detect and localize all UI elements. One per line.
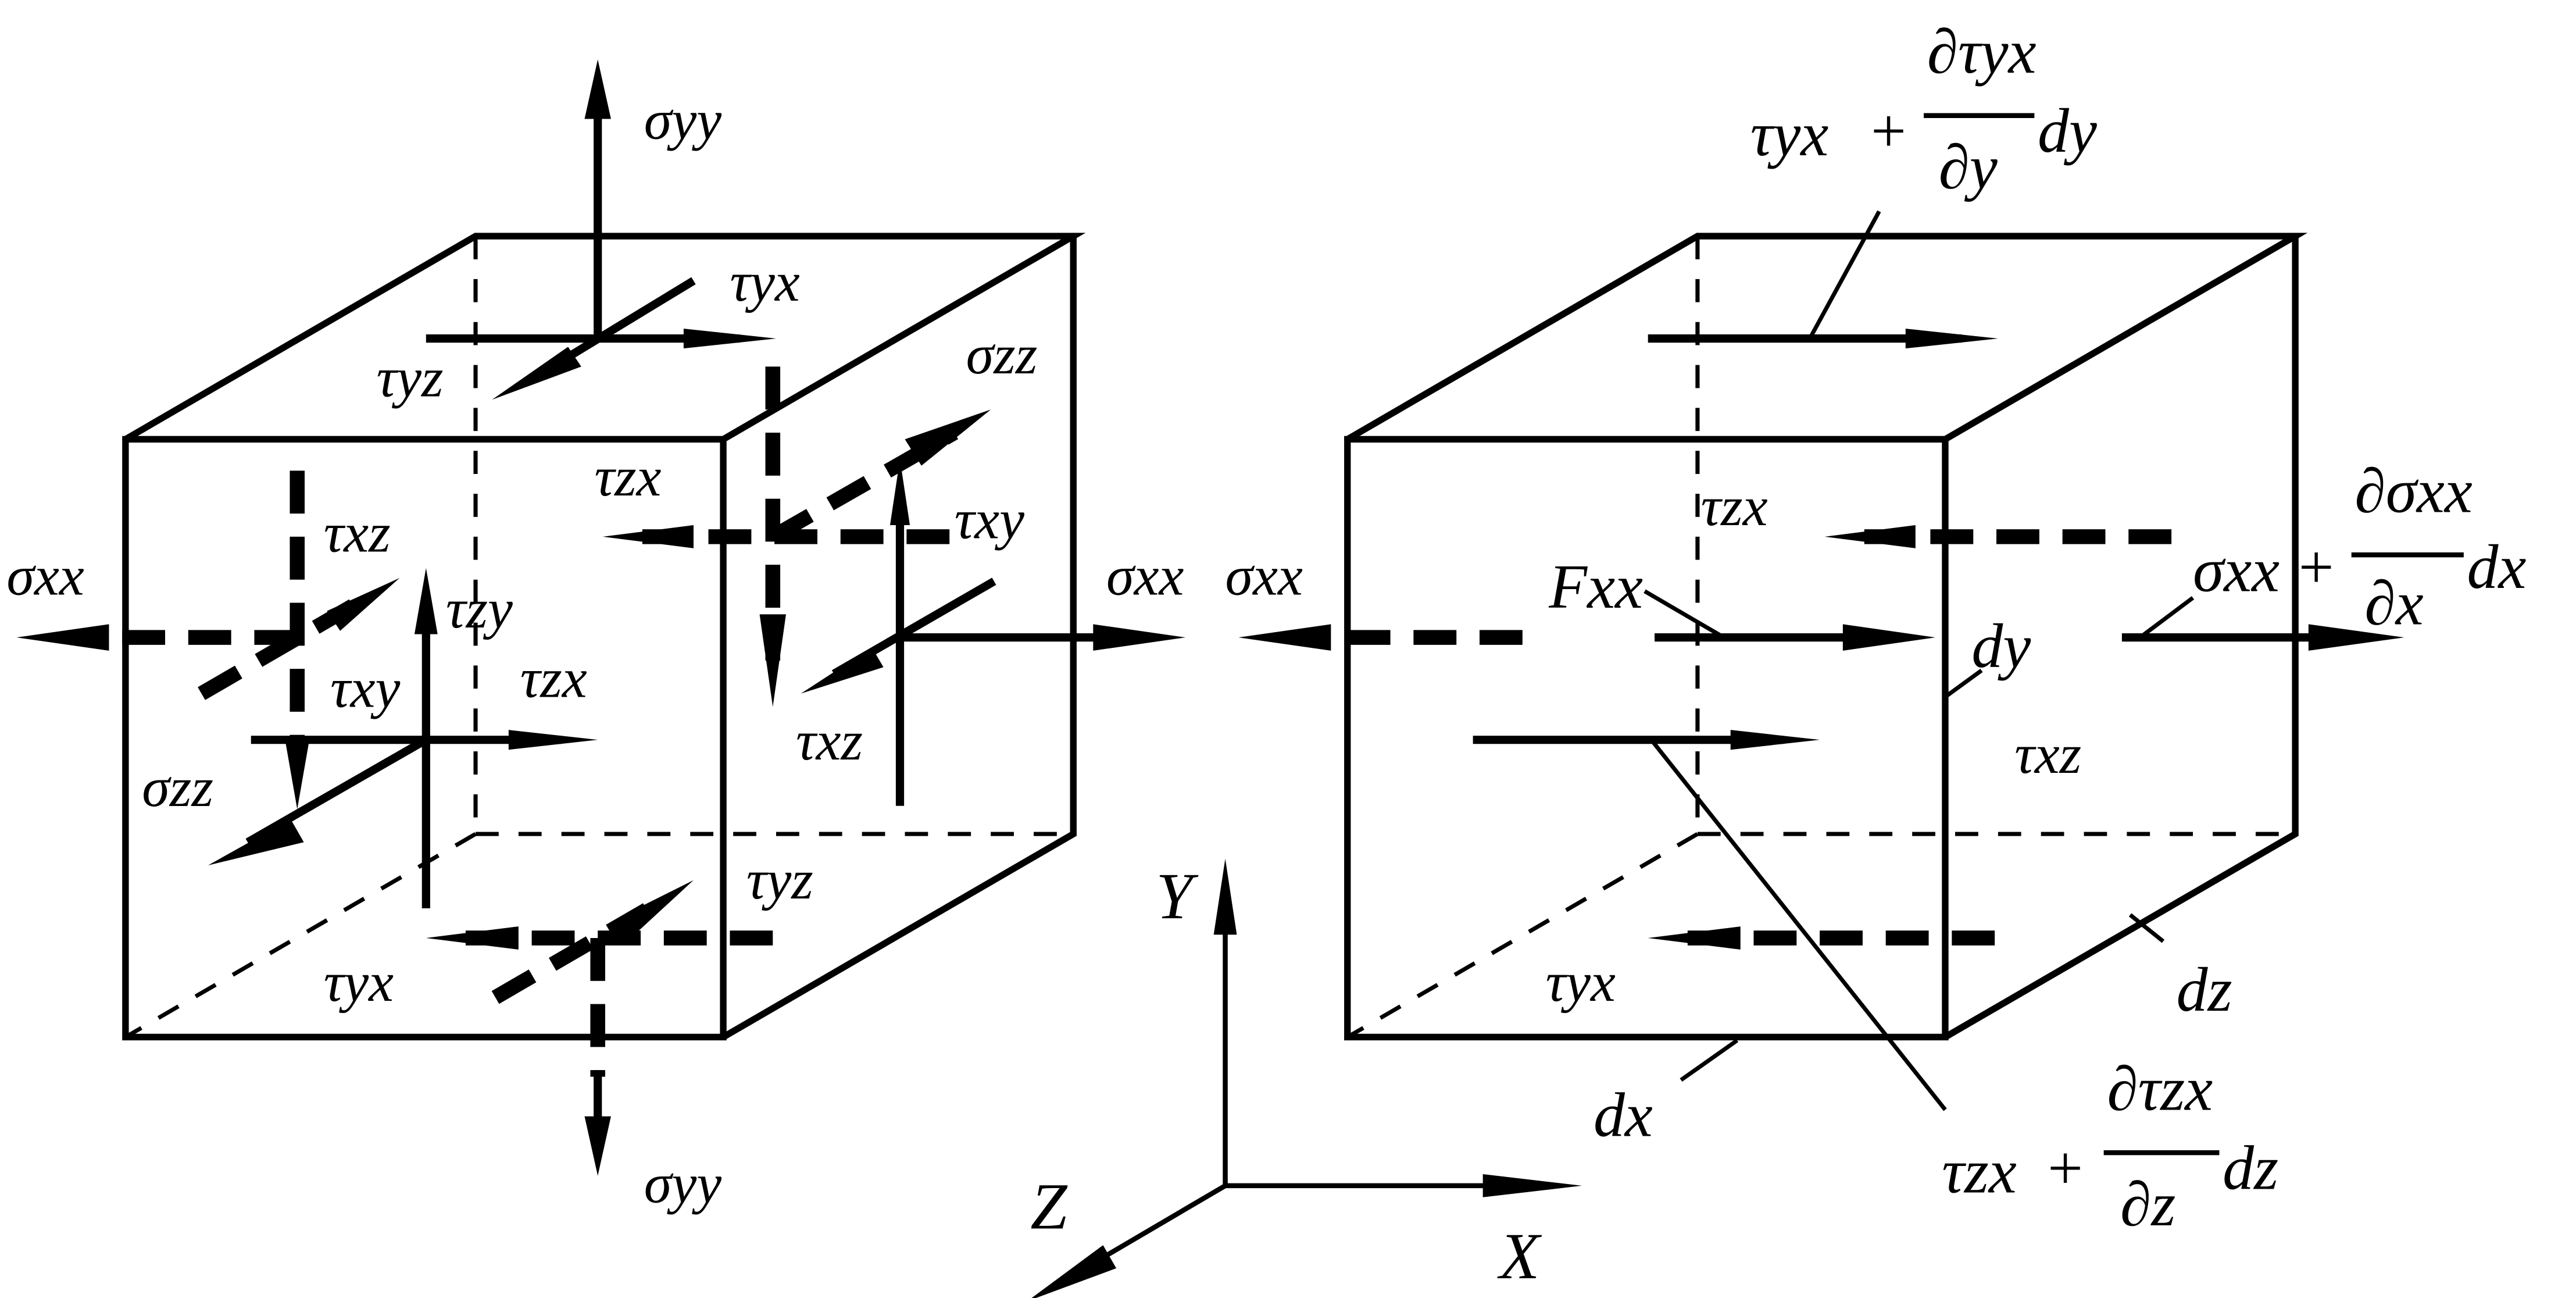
formula-bottom-denominator: ∂z: [2120, 1170, 2175, 1239]
sigma-xx-left-arrowhead-right-cube: [1238, 624, 1331, 651]
sigma-zz-front-arrowhead: [208, 819, 304, 865]
leader-fxx: [1644, 589, 1725, 640]
formula-bottom-plus: +: [2048, 1134, 2083, 1203]
tau-yx-bottom-arrowhead: [426, 926, 519, 950]
leader-bottom-formula: [1649, 738, 1947, 1111]
formula-top-base: τyx: [1750, 100, 1829, 169]
sigma-xx-left-arrowhead: [16, 624, 109, 651]
leader-top-formula: [1807, 210, 1881, 340]
tau-yx-top-arrowhead-right-cube: [1905, 329, 1998, 349]
leader-lines: [1644, 210, 2195, 1111]
right-cube-vectors: [1238, 329, 2404, 950]
r-tau-zx-back-label: τzx: [1701, 475, 1768, 537]
sigma-yy-bottom-arrowhead: [584, 1116, 611, 1176]
right-cube: [1344, 233, 2308, 1041]
tau-zx-front-label: τzx: [520, 647, 587, 709]
formula-right-base: σxx: [2193, 536, 2280, 605]
tau-yz-bottom-label: τyz: [746, 848, 813, 911]
r-dz-label: dz: [2177, 955, 2232, 1025]
axis-x-label: X: [1497, 1219, 1542, 1293]
r-dx-label: dx: [1594, 1081, 1653, 1150]
r-tau-xz-label: τxz: [2014, 723, 2081, 785]
tau-yx-top-arrowhead: [683, 329, 776, 349]
r-fxx-label: Fxx: [1548, 552, 1643, 622]
axis-y-label: Y: [1156, 860, 1199, 933]
tau-xz-left-label: τxz: [324, 501, 391, 564]
tau-zx-back-label: τzx: [595, 445, 662, 508]
formula-top-plus: +: [1871, 97, 1906, 166]
formula-bottom-base: τzx: [1942, 1137, 2017, 1206]
z-axis-arrowhead: [1031, 1245, 1117, 1298]
formula-bottom: τzx + ∂τzx ∂z dz: [1942, 1054, 2278, 1239]
sigma-zz-back-label: σzz: [966, 323, 1038, 386]
x-axis-arrowhead: [1482, 1174, 1582, 1197]
tau-zx-front-arrowhead: [508, 730, 598, 750]
formula-top-denominator: ∂y: [1939, 133, 1998, 202]
left-cube: [122, 233, 1086, 1041]
formula-right-plus: +: [2299, 533, 2334, 602]
formula-bottom-differential: dz: [2223, 1134, 2278, 1203]
left-cube-top-face: [122, 233, 1086, 443]
r-dy-label: dy: [1971, 612, 2031, 681]
right-cube-hidden-edge: [1346, 832, 1699, 1039]
formula-right-denominator: ∂x: [2364, 569, 2423, 638]
formula-right-differential: dx: [2467, 533, 2527, 602]
tau-zy-front-arrowhead: [414, 568, 438, 634]
left-cube-vectors: [16, 59, 1186, 1176]
formula-right-numerator: ∂σxx: [2355, 457, 2472, 526]
tau-yx-top-label: τyx: [730, 251, 799, 313]
leader-dy: [1943, 669, 1983, 699]
sigma-zz-front-label: σzz: [142, 756, 213, 818]
formula-bottom-numerator: ∂τzx: [2107, 1054, 2213, 1124]
leader-right-formula: [2139, 596, 2195, 639]
formula-top: τyx + ∂τyx ∂y dy: [1750, 17, 2097, 202]
right-cube-right-face: [1942, 233, 2299, 1041]
tau-zx-back-arrowhead-right-cube: [1824, 525, 1916, 548]
r-sigma-xx-left-label: σxx: [1226, 544, 1303, 607]
tau-yx-bottom-label: τyx: [324, 951, 394, 1013]
sigma-yy-bottom-label: σyy: [644, 1152, 721, 1214]
sigma-yy-top-label: σyy: [644, 89, 721, 151]
left-cube-front-face: [122, 436, 727, 1041]
y-axis-arrowhead: [1213, 858, 1237, 935]
tau-zy-back-arrowhead: [759, 614, 787, 707]
leader-dz: [2128, 913, 2165, 943]
sigma-xx-right-arrowhead-right-cube: [2308, 624, 2404, 651]
r-tau-yx-bottom-label: τyx: [1546, 951, 1616, 1013]
sigma-zz-back-arrowhead: [905, 409, 991, 466]
tau-zx-back-arrowhead: [602, 525, 694, 548]
tau-zy-front-label: τzy: [446, 577, 513, 640]
left-cube-labels: σyy τyx τyz σzz τzx τxy τxz σxx τzy σxx …: [6, 89, 1184, 1215]
right-cube-front-face: [1344, 436, 1949, 1041]
tau-zx-front-arrowhead-right-cube: [1730, 730, 1820, 750]
coordinate-axes: Y X Z: [1030, 858, 1582, 1298]
sigma-xx-right-label: σxx: [1106, 544, 1184, 607]
tau-xy-left-arrowhead: [285, 743, 309, 810]
tau-yx-bottom-arrowhead-right-cube: [1648, 926, 1741, 950]
tau-xy-right-arrowhead: [889, 459, 910, 526]
tau-yz-top-arrowhead: [492, 347, 581, 400]
sigma-yy-top-arrowhead: [584, 59, 611, 119]
formula-top-differential: dy: [2038, 97, 2097, 166]
right-cube-labels: σxx τzx Fxx dy τxz τyx dz dx: [1226, 475, 2232, 1150]
axis-z-label: Z: [1030, 1170, 1068, 1243]
right-cube-top-face: [1344, 233, 2308, 443]
tau-xy-right-label: τxy: [955, 488, 1024, 551]
leader-dx: [1680, 1039, 1739, 1082]
tau-xz-right-label: τxz: [796, 709, 863, 772]
fxx-arrowhead: [1842, 624, 1935, 651]
sigma-xx-right-arrowhead: [1093, 624, 1186, 651]
tau-yz-bottom-arrowhead: [617, 880, 694, 938]
tau-xz-left-arrowhead: [327, 577, 400, 631]
formula-top-numerator: ∂τyx: [1927, 17, 2036, 87]
sigma-xx-left-label: σxx: [6, 544, 84, 607]
tau-xy-front-label: τxy: [330, 657, 400, 719]
tau-xz-right-arrowhead: [801, 647, 884, 694]
sigma-zz-front-arrow: [245, 736, 428, 846]
tau-yz-top-label: τyz: [377, 347, 444, 409]
left-cube-right-face: [720, 233, 1077, 1041]
formula-right: σxx + ∂σxx ∂x dx: [2193, 457, 2526, 638]
